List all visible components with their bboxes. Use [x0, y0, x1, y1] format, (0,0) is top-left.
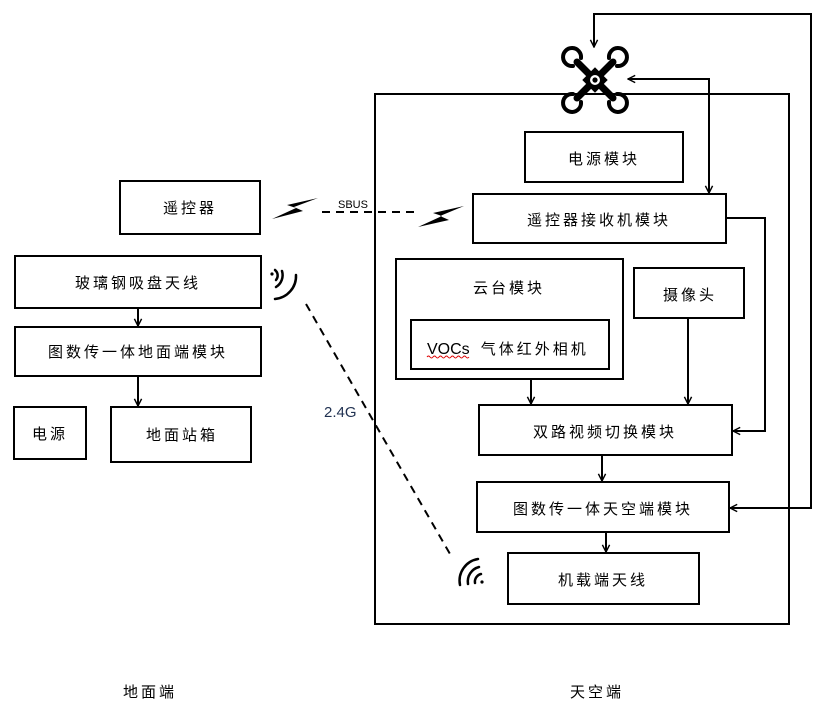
antenna-label: 玻璃钢吸盘天线 [75, 274, 201, 292]
lightning-bolt-icon [272, 198, 318, 219]
power-box: 电源 [13, 406, 87, 460]
wireless-dashed-link [305, 303, 451, 555]
remote-controller-label: 遥控器 [163, 199, 217, 217]
station-box: 地面站箱 [110, 406, 252, 463]
remote-controller-box: 遥控器 [119, 180, 261, 235]
antenna-box: 玻璃钢吸盘天线 [14, 255, 262, 309]
gimbal-module-label: 云台模块 [473, 279, 545, 297]
arrow-receiver-to-video-switch [726, 217, 766, 431]
wireless-signal-icon-air [458, 557, 484, 587]
ground-module-label: 图数传一体地面端模块 [48, 343, 228, 361]
camera-label: 摄像头 [663, 286, 717, 304]
air-module-label: 图数传一体天空端模块 [513, 500, 693, 518]
wireless-label: 2.4G [324, 404, 357, 421]
sbus-label: SBUS [338, 199, 368, 211]
wireless-signal-icon-ground [270, 268, 298, 301]
power-module-label: 电源模块 [568, 150, 640, 168]
drone-icon [561, 46, 629, 114]
video-switch-box: 双路视频切换模块 [478, 404, 733, 456]
airborne-antenna-box: 机载端天线 [507, 552, 700, 605]
airborne-antenna-label: 机载端天线 [558, 571, 648, 589]
power-label: 电源 [32, 425, 68, 443]
ir-camera-label: 气体红外相机 [481, 340, 589, 358]
receiver-module-label: 遥控器接收机模块 [527, 211, 671, 229]
receiver-module-box: 遥控器接收机模块 [472, 193, 727, 244]
ir-camera-box: VOCs 气体红外相机 [410, 319, 610, 370]
power-module-box: 电源模块 [524, 131, 684, 183]
svg-text:VOCs 气体红外相机: VOCs 气体红外相机 [427, 339, 589, 358]
camera-box: 摄像头 [633, 267, 745, 319]
air-module-box: 图数传一体天空端模块 [476, 481, 730, 533]
arrow-air-module-to-drone [594, 13, 812, 508]
station-box-label: 地面站箱 [146, 426, 218, 444]
ground-module-box: 图数传一体地面端模块 [14, 326, 262, 377]
video-switch-label: 双路视频切换模块 [533, 423, 677, 441]
lightning-bolt-icon-receiver [418, 206, 464, 227]
spellcheck-underline [426, 355, 470, 359]
ir-camera-prefix: VOCs [427, 341, 470, 358]
air-side-title: 天空端 [570, 683, 624, 701]
ground-side-title: 地面端 [123, 683, 177, 701]
